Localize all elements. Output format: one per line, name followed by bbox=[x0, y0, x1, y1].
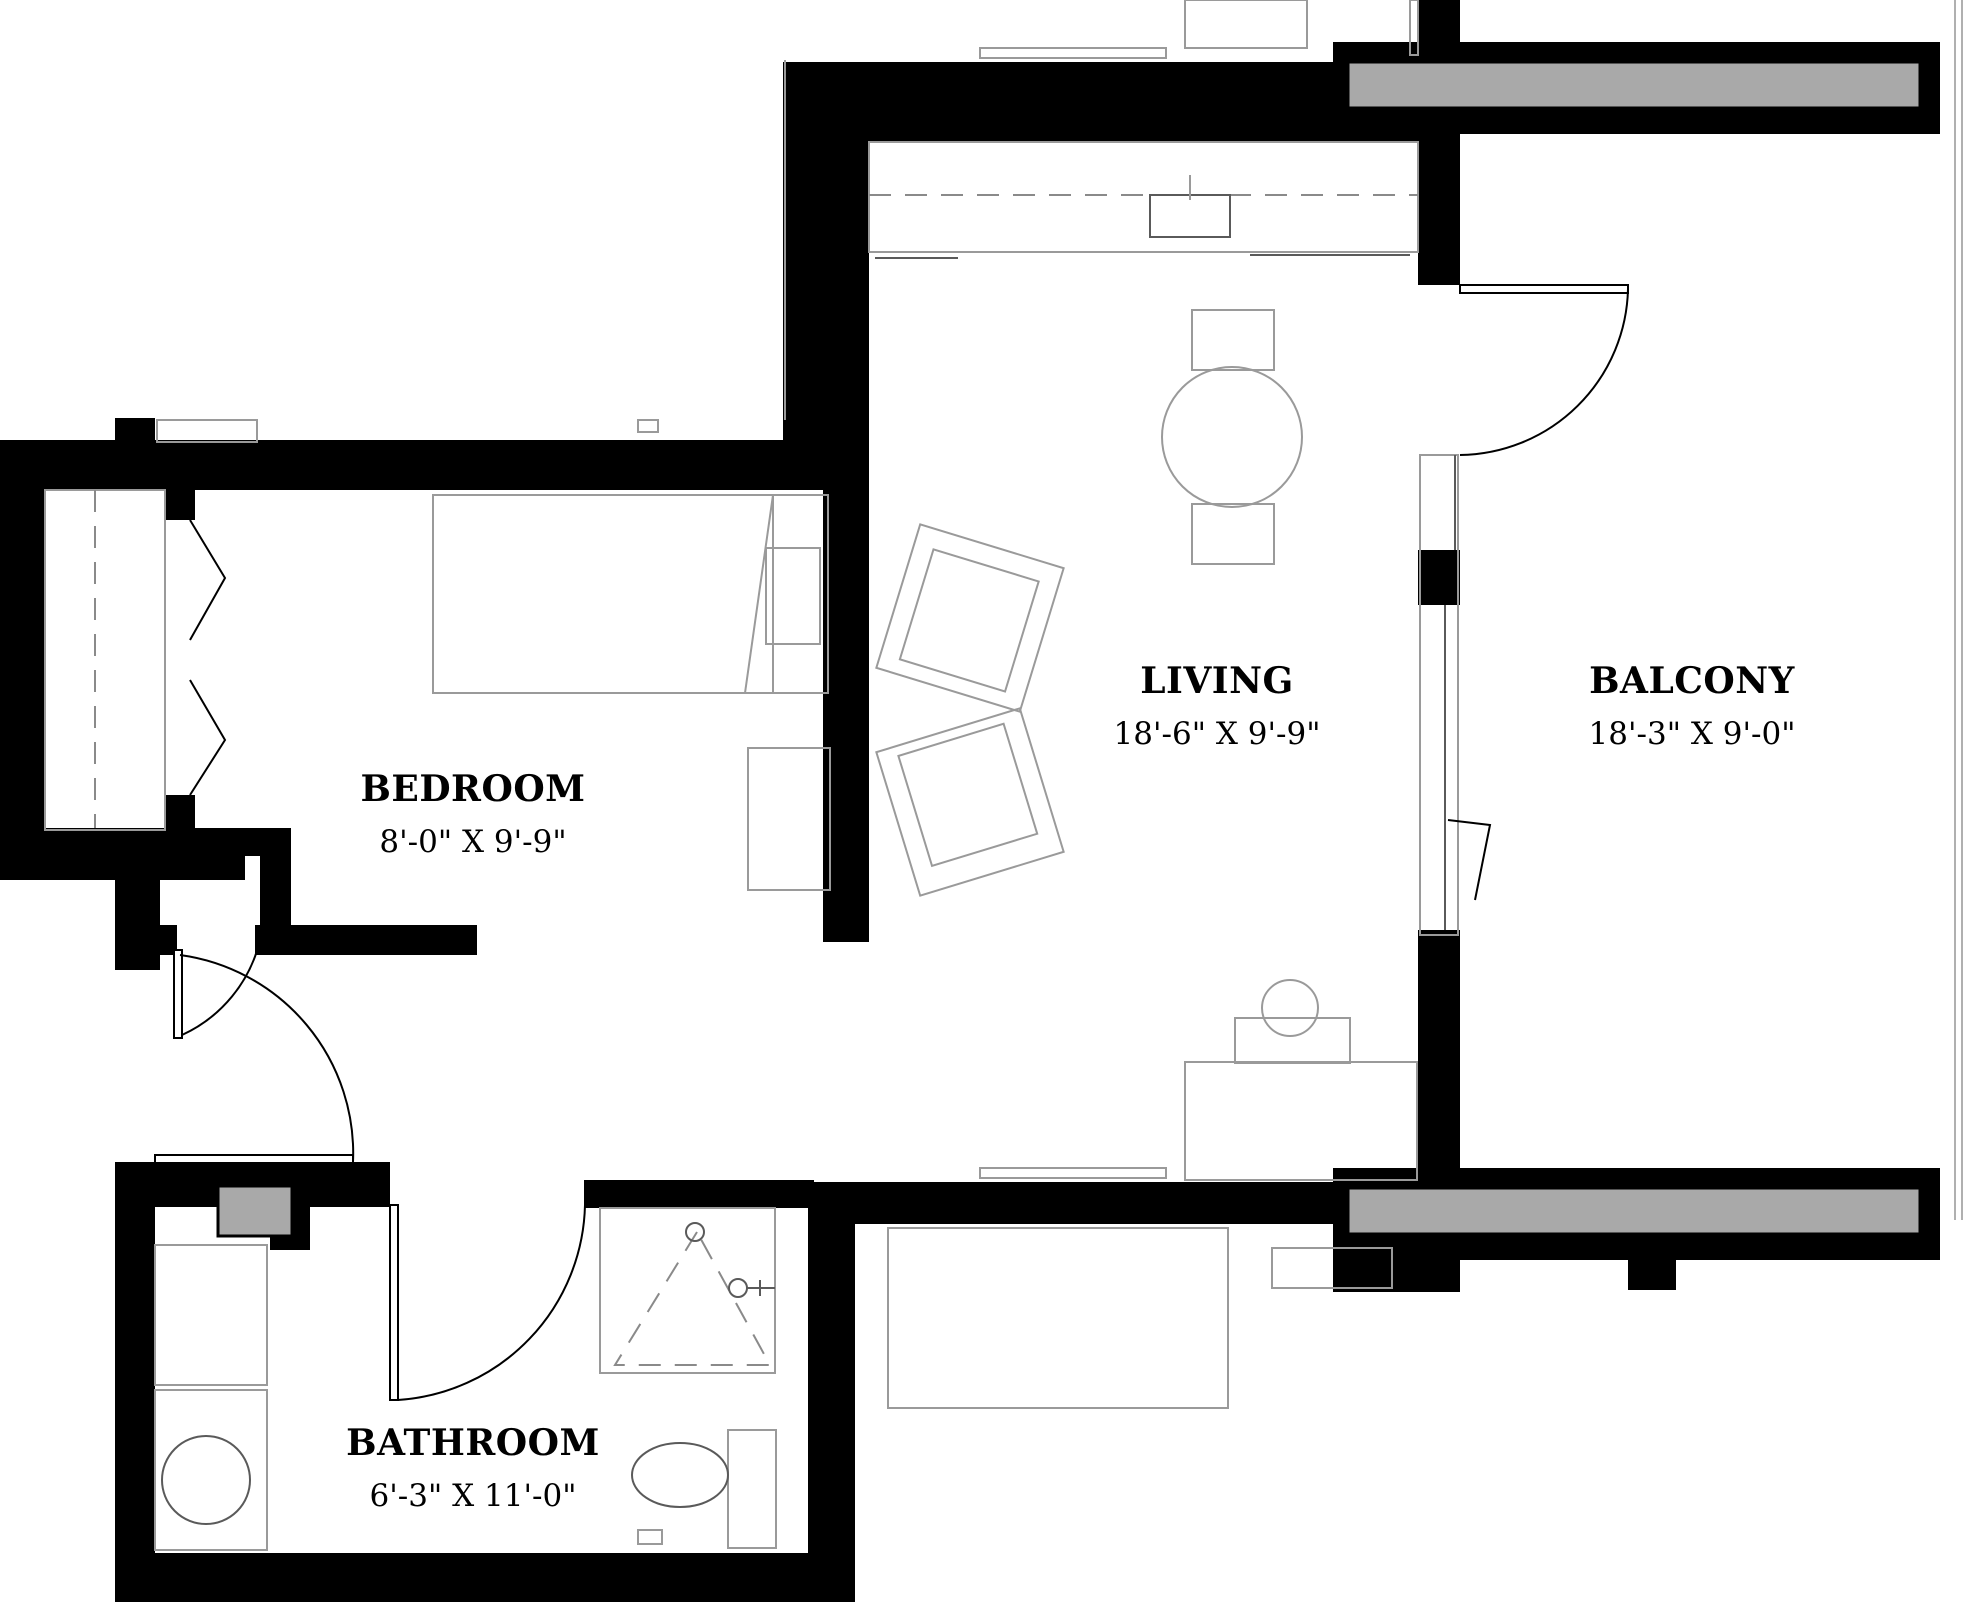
bedroom-top-wall bbox=[0, 440, 869, 490]
bathroom-fixtures bbox=[154, 1204, 1393, 1551]
bedroom-left-wall bbox=[0, 440, 45, 880]
armchair-1 bbox=[875, 523, 1065, 713]
armchair-2 bbox=[875, 707, 1065, 897]
room-label-bathroom: BATHROOM 6'-3" X 11'-0" bbox=[346, 1422, 600, 1514]
balcony-name: BALCONY bbox=[1589, 660, 1795, 702]
living-bottom-wall bbox=[808, 1182, 1428, 1224]
bedroom-name: BEDROOM bbox=[360, 768, 586, 810]
toilet-tank bbox=[727, 1429, 777, 1549]
balcony-glass bbox=[216, 0, 1963, 1238]
living-furniture bbox=[875, 309, 1418, 1181]
living-name: LIVING bbox=[1140, 660, 1294, 702]
dining-chair-top bbox=[1191, 309, 1275, 371]
shower bbox=[599, 1207, 776, 1374]
balcony-size: 18'-3" X 9'-0" bbox=[1588, 716, 1796, 752]
room-label-living: LIVING 18'-6" X 9'-9" bbox=[1114, 660, 1321, 752]
bathroom-top-wall-right bbox=[584, 1180, 814, 1208]
toilet-bowl bbox=[631, 1442, 729, 1508]
dining-chair-bottom bbox=[1191, 503, 1275, 565]
center-column-mid bbox=[1418, 550, 1460, 605]
dining-table bbox=[1161, 366, 1303, 508]
bedroom-furniture bbox=[44, 419, 831, 891]
desk bbox=[1184, 1061, 1418, 1181]
sink bbox=[161, 1435, 251, 1525]
room-label-balcony: BALCONY 18'-3" X 9'-0" bbox=[1589, 660, 1796, 752]
room-label-bedroom: BEDROOM 8'-0" X 9'-9" bbox=[360, 768, 585, 860]
living-size: 18'-6" X 9'-9" bbox=[1113, 716, 1321, 752]
kitchen-left-wall bbox=[783, 62, 823, 442]
vanity bbox=[154, 1389, 268, 1551]
desk-chair bbox=[1234, 1017, 1351, 1064]
balcony-doors bbox=[1419, 284, 1629, 936]
kitchen-counter bbox=[784, 0, 1419, 420]
closet-wall bbox=[115, 828, 160, 970]
hall-doors bbox=[154, 939, 355, 1164]
kitchen-top-wall bbox=[823, 62, 1423, 142]
bedroom-size: 8'-0" X 9'-9" bbox=[379, 824, 567, 860]
bathroom-bottom-wall bbox=[115, 1553, 855, 1602]
bathroom-right-wall bbox=[808, 1182, 855, 1602]
nightstand bbox=[747, 747, 831, 891]
bathroom-size: 6'-3" X 11'-0" bbox=[369, 1478, 577, 1514]
bathroom-name: BATHROOM bbox=[346, 1422, 600, 1464]
washer bbox=[154, 1244, 268, 1386]
